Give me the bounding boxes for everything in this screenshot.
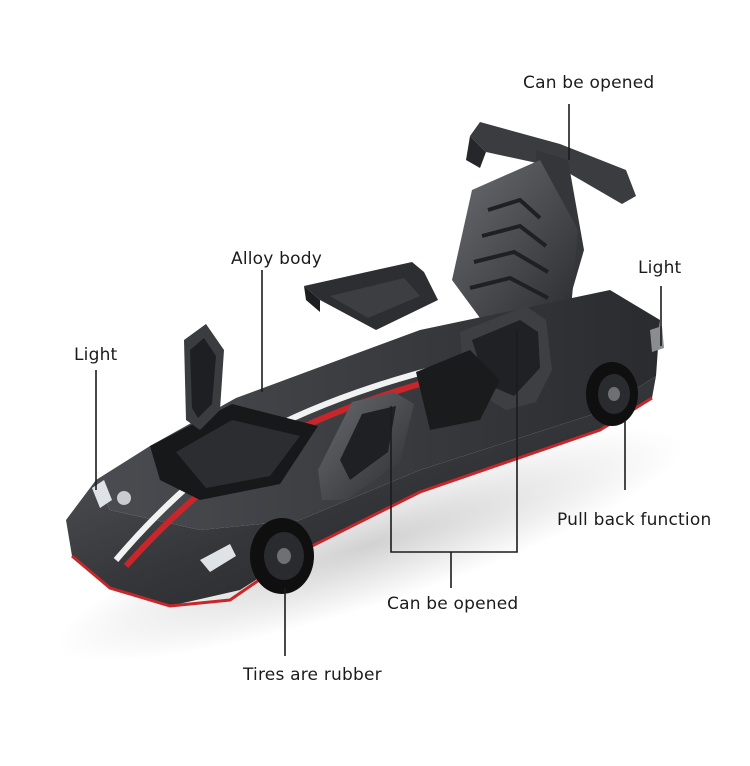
label-alloy-body: Alloy body	[231, 249, 322, 269]
front-headlights	[92, 480, 236, 572]
ground-shadow	[55, 428, 685, 662]
label-tires-are-rubber: Tires are rubber	[243, 665, 382, 685]
label-spoiler-can-be-opened: Can be opened	[523, 73, 655, 93]
front-door-left-open	[184, 324, 224, 430]
front-door-right-open	[318, 392, 414, 500]
tail-light	[650, 326, 664, 352]
rear-wing	[452, 122, 636, 320]
front-emblem	[117, 491, 131, 505]
label-light-right: Light	[638, 258, 682, 278]
label-light-left: Light	[74, 345, 118, 365]
label-pull-back-function: Pull back function	[557, 510, 712, 530]
label-doors-can-be-opened: Can be opened	[387, 594, 519, 614]
rear-wheel	[586, 362, 638, 426]
car-body-side	[66, 376, 656, 606]
rear-hood-flap	[304, 262, 438, 330]
front-wheel	[250, 518, 314, 594]
